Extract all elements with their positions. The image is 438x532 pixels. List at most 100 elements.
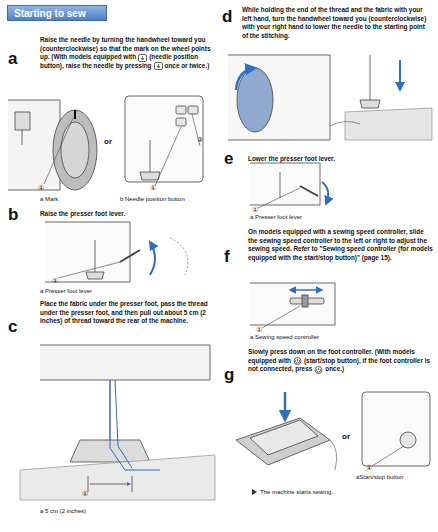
illustration-part xyxy=(250,163,320,205)
caption: a 5 cm (2 inches) xyxy=(40,508,86,515)
foot-controller-illustration xyxy=(236,392,430,470)
callout-number: ① xyxy=(256,326,262,334)
illustration-part xyxy=(188,106,198,114)
illustration-part xyxy=(120,250,140,262)
icon-part xyxy=(141,56,144,60)
illustration-part xyxy=(86,272,104,279)
instruction-text: Raise the needle by turning the handwhee… xyxy=(40,36,212,70)
icon-part xyxy=(154,63,162,70)
callout-number: ① xyxy=(252,206,258,214)
illustration-part xyxy=(362,392,430,466)
illustration-part xyxy=(53,110,97,190)
illustration-part xyxy=(176,106,186,114)
illustration-part xyxy=(236,418,330,465)
handwheel-turn-illustration xyxy=(228,55,432,140)
or-text: or xyxy=(104,137,112,146)
illustration-part xyxy=(290,289,306,291)
icon-part xyxy=(315,366,322,373)
illustration-part xyxy=(176,118,186,126)
callout-number: ② xyxy=(197,136,203,144)
illustration-part xyxy=(236,68,255,90)
instruction-span: once.) xyxy=(325,365,344,372)
callout-number: ① xyxy=(38,184,44,192)
illustration-part xyxy=(22,130,23,145)
icon-part xyxy=(157,64,160,68)
instruction-text: Slowly press down on the foot controller… xyxy=(248,348,433,374)
illustration-part xyxy=(306,289,322,291)
illustration-part xyxy=(372,446,404,466)
illustration-part xyxy=(302,295,308,307)
icon-part xyxy=(295,359,299,363)
illustration-part xyxy=(155,127,181,186)
needle-button-icon xyxy=(138,54,147,62)
illustration-part xyxy=(45,222,130,282)
handwheel-illustration xyxy=(8,100,97,190)
callout-number: ① xyxy=(150,184,156,192)
illustration-part xyxy=(61,122,89,178)
illustration-part xyxy=(150,140,151,172)
illustration-part xyxy=(345,108,432,140)
step-letter: a xyxy=(8,50,17,68)
step-letter: b xyxy=(8,206,18,224)
instruction-text: Place the fabric under the presser foot,… xyxy=(40,300,212,326)
illustration-part xyxy=(132,476,133,492)
callout-number: ① xyxy=(52,277,58,285)
illustration-part xyxy=(370,55,371,100)
result-text: The machine starts sewing. xyxy=(260,489,333,496)
illustration-part xyxy=(360,100,380,108)
lower-lever-illustration xyxy=(250,163,328,208)
instruction-text: On models equipped with a sewing speed c… xyxy=(248,228,433,262)
instruction-text: While holding the end of the thread and … xyxy=(242,6,432,40)
illustration-part xyxy=(150,242,155,275)
caption: a Presser foot lever xyxy=(40,288,92,295)
illustration-part xyxy=(125,96,203,182)
illustration-part xyxy=(90,484,130,485)
illustration-part xyxy=(228,55,330,140)
illustration-part xyxy=(262,306,300,328)
presser-lever-illustration xyxy=(45,222,188,282)
illustration-part xyxy=(40,345,210,380)
instruction-text: Raise the presser foot lever. xyxy=(40,210,210,219)
caption: a Presser foot lever xyxy=(250,214,302,221)
step-letter: g xyxy=(224,366,234,384)
start-button-icon xyxy=(314,366,323,374)
illustration-part xyxy=(74,110,76,119)
illustration-part xyxy=(250,420,318,455)
illustration-part xyxy=(44,118,73,184)
page-title: Starting to sew xyxy=(7,5,107,21)
illustration-part xyxy=(115,380,132,468)
illustration-part xyxy=(300,186,318,196)
illustration-part xyxy=(170,238,188,275)
illustration-part xyxy=(330,440,337,470)
result-marker xyxy=(252,489,257,495)
illustration-part xyxy=(258,188,300,208)
or-text: or xyxy=(342,432,350,441)
callout-number: ① xyxy=(366,464,372,472)
illustration-part xyxy=(322,182,328,204)
instruction-span: once or twice.) xyxy=(165,62,210,69)
step-letter: e xyxy=(224,150,233,168)
needle-button-icon xyxy=(154,62,163,70)
caption: a Mark xyxy=(40,196,58,203)
needle-button-illustration xyxy=(125,96,203,186)
illustration-part xyxy=(250,283,335,325)
illustration-part xyxy=(110,380,160,470)
fabric-illustration xyxy=(20,345,215,500)
step-letter: f xyxy=(224,248,230,266)
caption: b Needle position button xyxy=(120,196,185,203)
speed-controller-illustration xyxy=(250,283,335,328)
illustration-part xyxy=(95,240,96,272)
step-letter: d xyxy=(222,8,232,26)
illustration-part xyxy=(284,392,287,420)
callout-number: ① xyxy=(82,490,88,498)
illustration-part xyxy=(280,172,281,198)
illustration-part xyxy=(15,112,30,130)
illustration-part xyxy=(8,100,60,190)
illustration-part xyxy=(140,172,160,180)
illustration-part xyxy=(58,262,120,278)
instruction-text: Lower the presser foot lever. xyxy=(248,155,428,164)
step-letter: c xyxy=(8,318,17,336)
start-button-icon xyxy=(293,357,302,365)
